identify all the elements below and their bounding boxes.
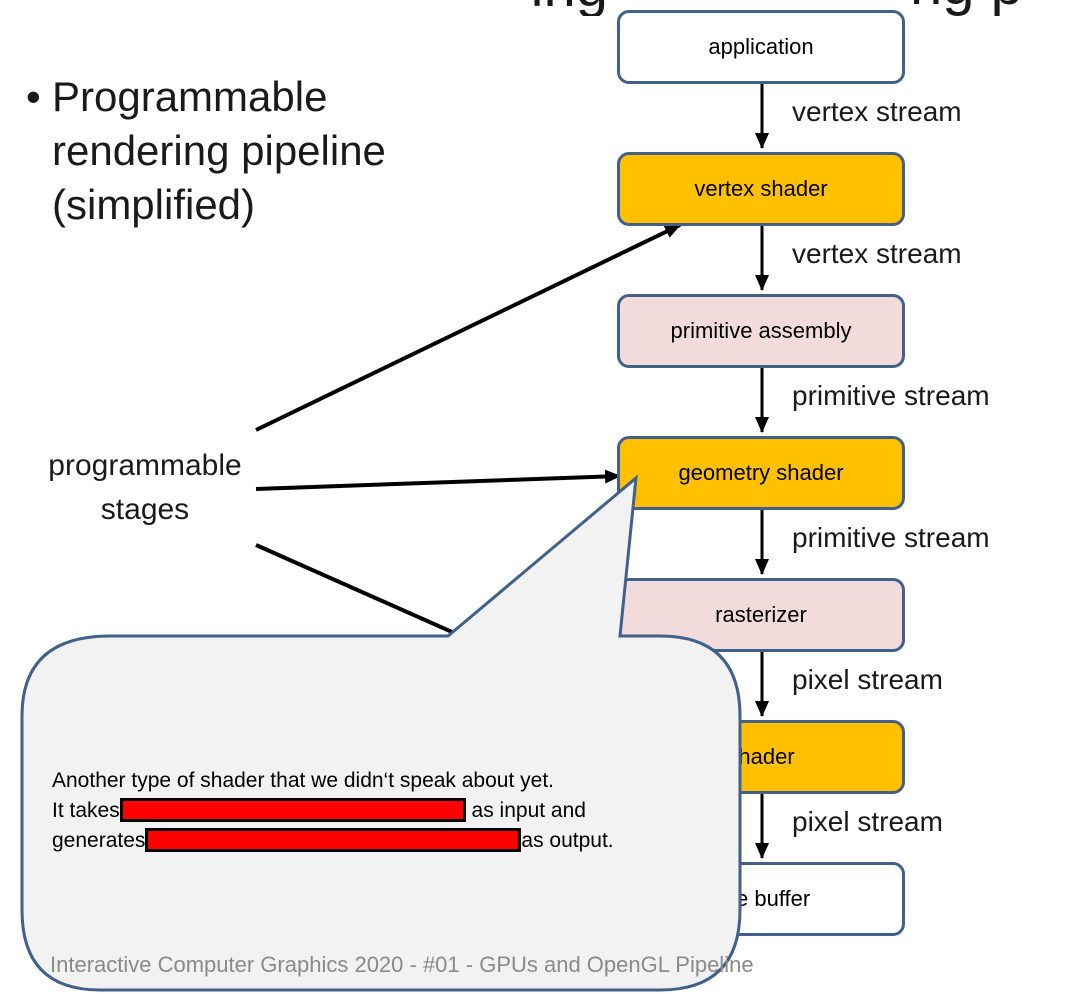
callout-text: Another type of shader that we didn‘t sp…: [52, 766, 742, 856]
stage-primitive-assembly: primitive assembly: [617, 294, 905, 368]
redacted-input: [119, 798, 466, 822]
stream-label: pixel stream: [792, 806, 943, 837]
slide-title-fragment: ing: [18, 0, 608, 16]
bullet-text: Programmable rendering pipeline (simplif…: [52, 73, 386, 228]
callout-line-2: It takes as input and: [52, 798, 586, 822]
stream-label: pixel stream: [792, 664, 943, 695]
bullet-dot: •: [26, 73, 41, 120]
pointer-arrow-geometry: [255, 469, 621, 491]
callout-shape: [20, 474, 742, 992]
slide-footer: Interactive Computer Graphics 2020 - #01…: [50, 952, 754, 977]
stage-geometry-shader: geometry shader: [617, 436, 905, 510]
stream-label: primitive stream: [792, 380, 990, 411]
pointer-arrow-vertex: [255, 223, 681, 432]
slide-title-fragment-right: ng p: [910, 0, 1080, 16]
redacted-output: [145, 828, 522, 852]
stage-vertex-shader: vertex shader: [617, 152, 905, 226]
programmable-stages-label: programmable stages: [48, 449, 242, 526]
stage-application: application: [617, 10, 905, 84]
stream-label: primitive stream: [792, 522, 990, 553]
callout-line-1: Another type of shader that we didn‘t sp…: [52, 769, 554, 792]
stream-label: vertex stream: [792, 96, 962, 127]
pointer-arrow-fragment: [255, 543, 471, 642]
stream-label: vertex stream: [792, 238, 962, 269]
